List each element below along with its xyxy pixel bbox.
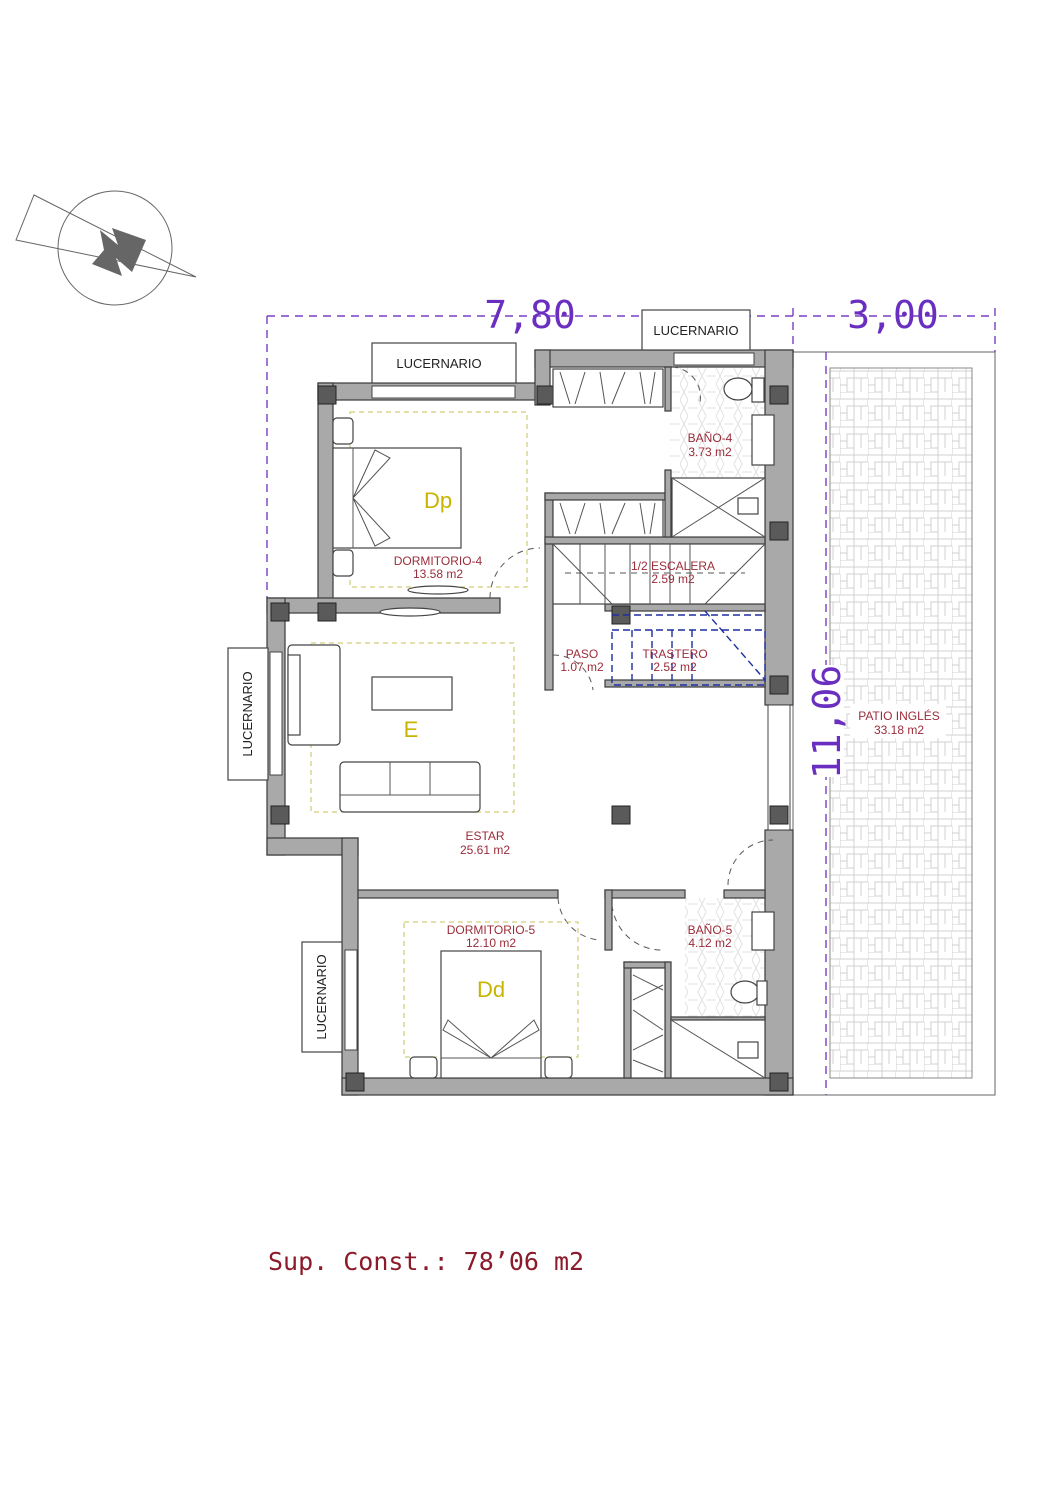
room-area-patio: 33.18 m2 [874,723,924,737]
room-label-escalera: 1/2 ESCALERA [631,559,715,573]
room-label-paso: PASO [566,647,598,661]
svg-text:LUCERNARIO: LUCERNARIO [240,671,255,756]
room-area-trastero: 2.52 m2 [653,660,697,674]
room-label-patio: PATIO INGLÉS [858,708,940,723]
door-swings [489,366,774,951]
bathroom-fixtures [670,377,775,1079]
structural-columns [270,385,789,1092]
dimension-depth: 11,06 [805,665,849,779]
room-label-dormitorio-4: DORMITORIO-4 [394,554,483,568]
room-code-estar: E [404,717,419,742]
room-code-dormitorio-4: Dp [424,488,452,513]
dormitorio-4-furniture [332,411,528,617]
svg-text:LUCERNARIO: LUCERNARIO [653,323,738,338]
walls [266,349,794,1096]
room-label-bano-4: BAÑO-4 [688,431,733,445]
room-area-paso: 1.07 m2 [560,660,604,674]
room-area-dormitorio-4: 13.58 m2 [413,567,463,581]
room-label-trastero: TRASTERO [642,647,707,661]
room-code-dormitorio-5: Dd [477,977,505,1002]
room-label-bano-5: BAÑO-5 [688,923,733,937]
skylight-top-left: LUCERNARIO [371,342,517,384]
room-label-dormitorio-5: DORMITORIO-5 [447,923,536,937]
wardrobes [552,368,666,1079]
svg-text:LUCERNARIO: LUCERNARIO [314,954,329,1039]
room-area-dormitorio-5: 12.10 m2 [466,936,516,950]
dimension-width-patio: 3,00 [847,293,939,337]
skylight-top-right: LUCERNARIO [641,309,751,351]
skylight-bottom-left: LUCERNARIO [301,941,343,1053]
dormitorio-5-furniture [403,921,579,1079]
svg-text:LUCERNARIO: LUCERNARIO [396,356,481,371]
staircase [552,543,766,686]
north-arrow-icon [15,190,197,306]
dimension-depth-backing [810,665,844,777]
dimension-width-main: 7,80 [484,293,576,337]
room-label-estar: ESTAR [465,829,504,843]
total-built-area: Sup. Const.: 78’06 m2 [268,1247,584,1276]
skylight-left: LUCERNARIO [227,647,269,781]
room-area-bano-5: 4.12 m2 [688,936,732,950]
room-area-escalera: 2.59 m2 [651,572,695,586]
estar-furniture [287,642,515,813]
room-area-bano-4: 3.73 m2 [688,445,732,459]
room-area-estar: 25.61 m2 [460,843,510,857]
